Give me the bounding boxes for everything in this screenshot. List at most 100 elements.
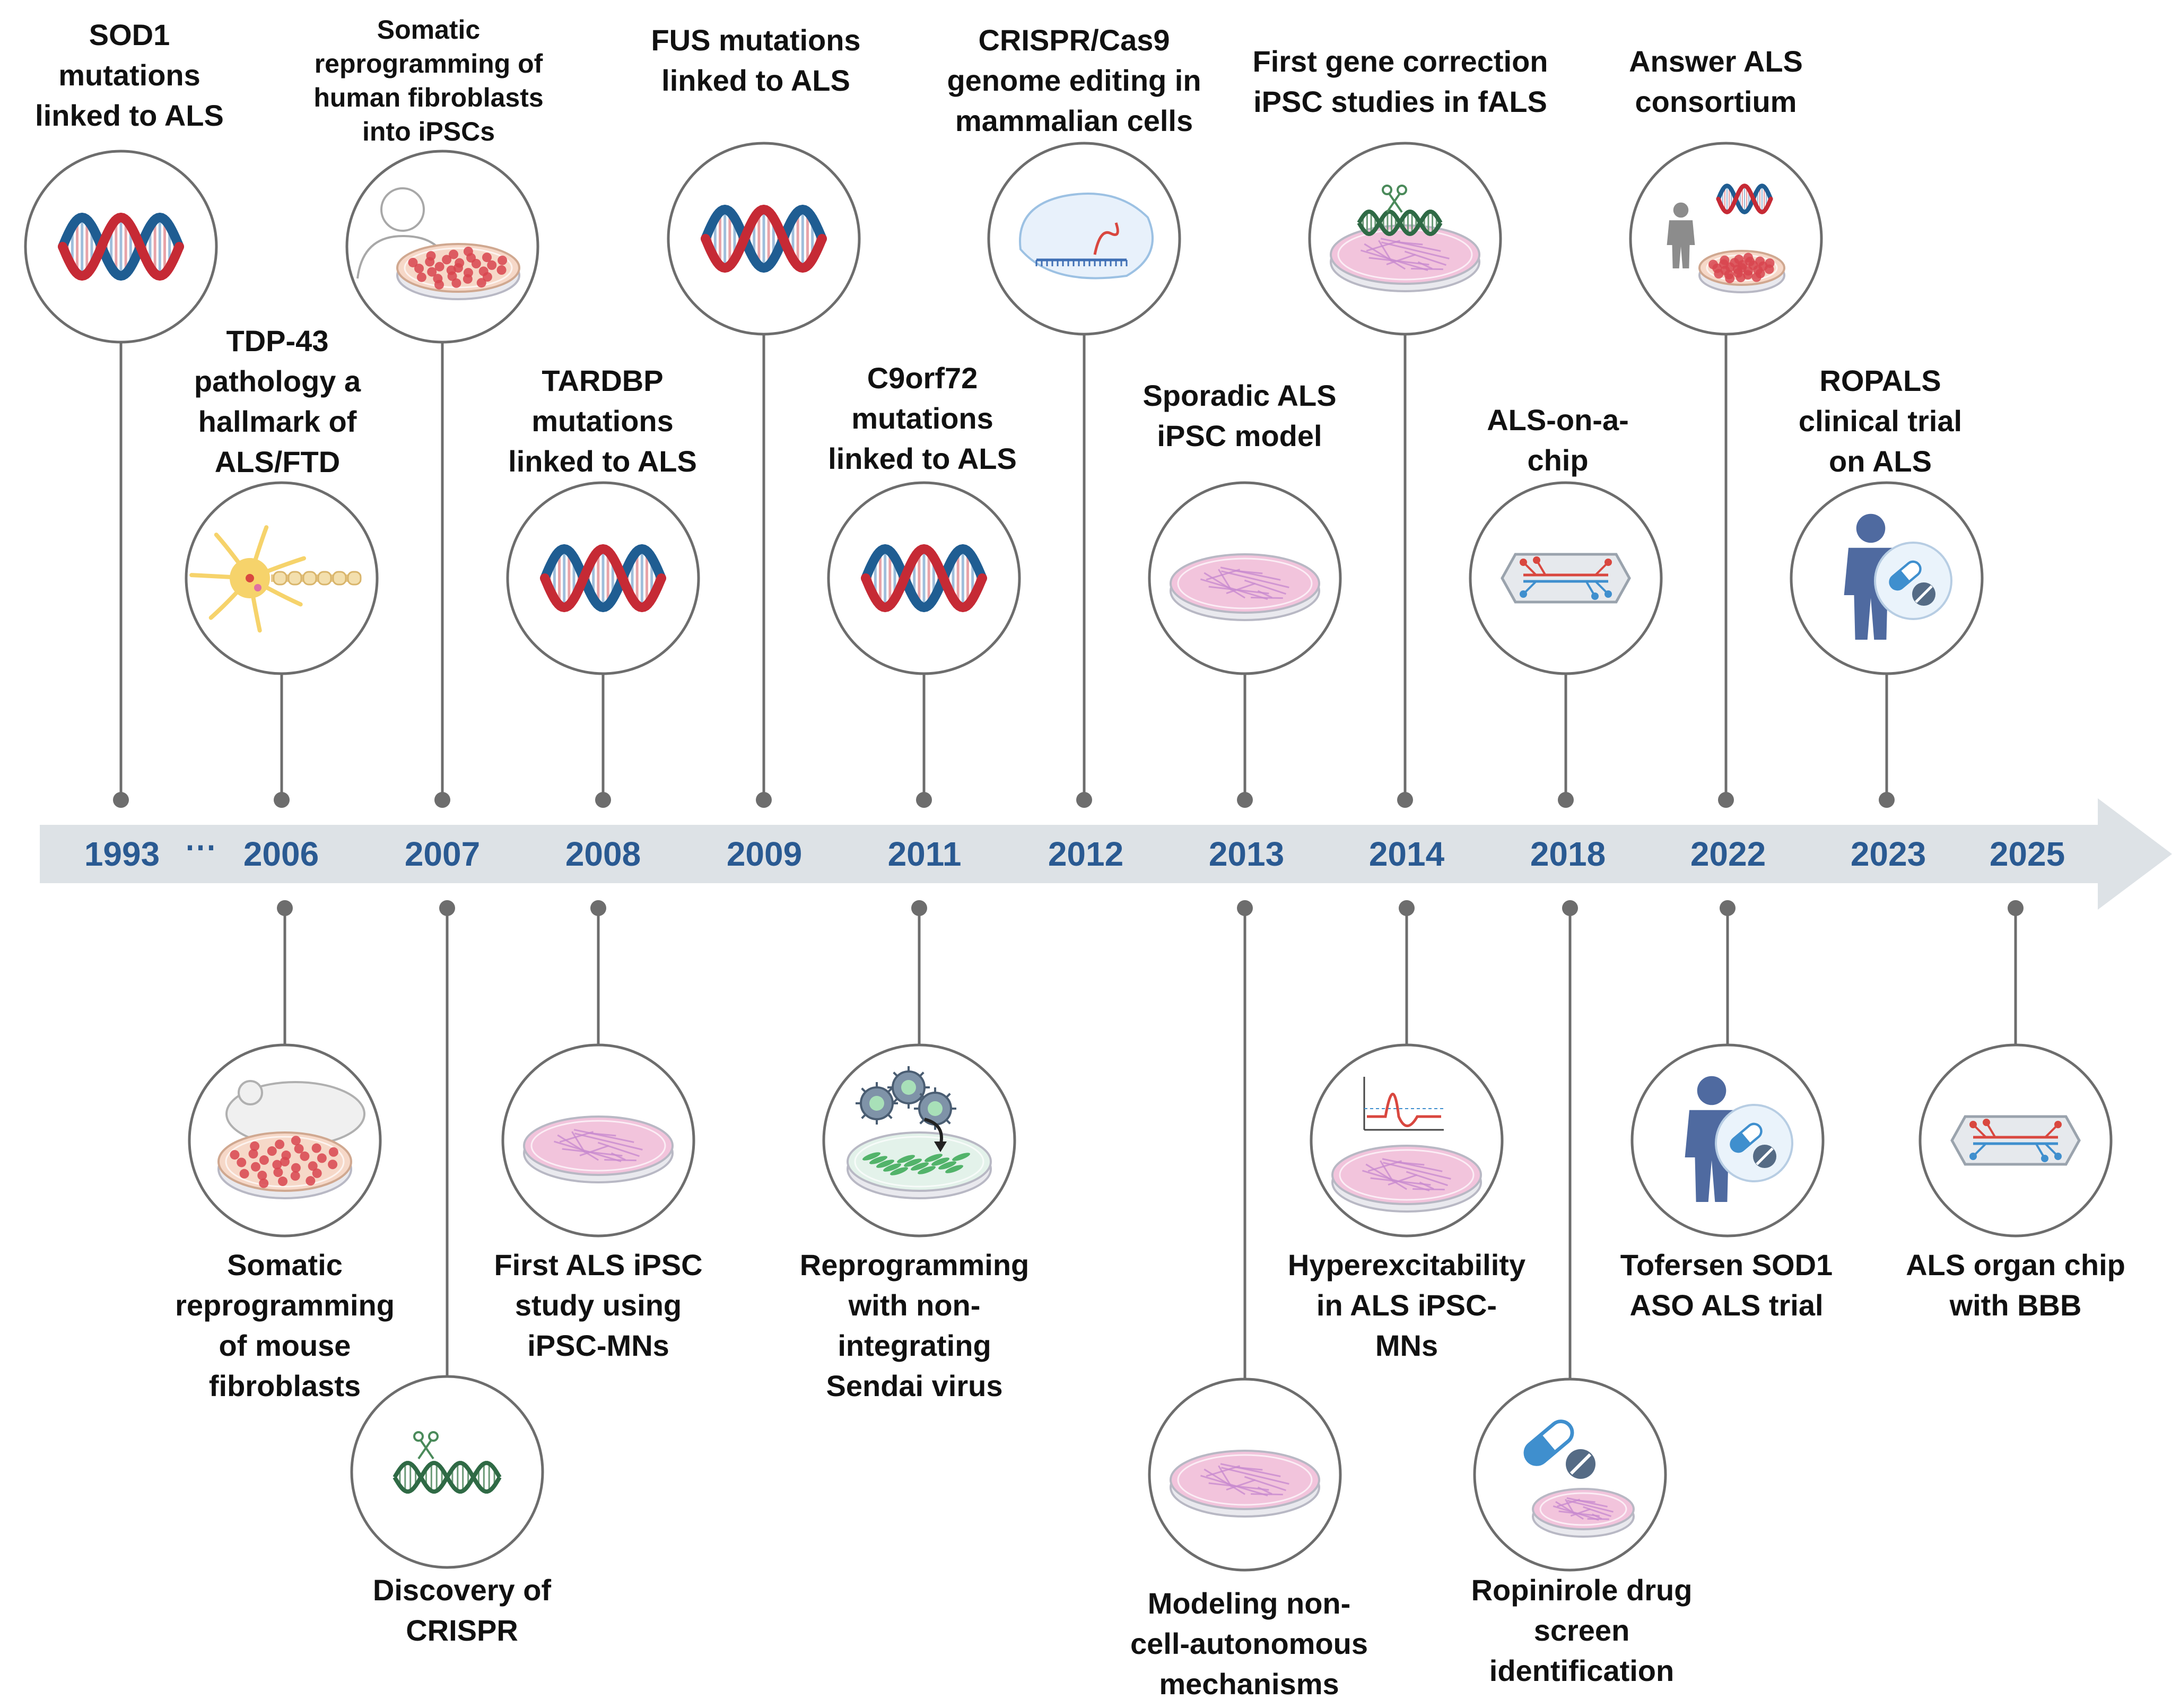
virus-dish-icon	[847, 1066, 992, 1199]
label-crispr-cas9: CRISPR/Cas9 genome editing in mammalian …	[947, 23, 1201, 137]
label-fus: FUS mutations linked to ALS	[651, 23, 861, 97]
connector-dot	[911, 900, 927, 916]
connector-dot	[1558, 792, 1574, 808]
petri-dish-icon	[1170, 1450, 1320, 1518]
label-sod1: SOD1 mutations linked to ALS	[35, 18, 224, 132]
connector-dot	[113, 792, 129, 808]
dna-icon	[701, 204, 827, 273]
event-tdp43	[185, 481, 379, 808]
neuron-icon	[189, 525, 362, 633]
label-als-chip: ALS-on-a- chip	[1487, 403, 1629, 477]
label-gene-correction: First gene correction iPSC studies in fA…	[1252, 45, 1548, 118]
connector-dot	[590, 900, 606, 916]
dna-icon	[58, 212, 184, 281]
event-hyperexcite	[1310, 900, 1504, 1238]
label-tdp43: TDP-43 pathology a hallmark of ALS/FTD	[194, 324, 361, 478]
patient-pill-icon	[1844, 513, 1952, 640]
event-non-cell	[1148, 900, 1342, 1572]
label-ropals: ROPALS clinical trial on ALS	[1798, 364, 1963, 478]
connector-dot	[1399, 900, 1415, 916]
label-sendai: Reprogramming with non- integrating Send…	[799, 1248, 1030, 1402]
event-human-reprog	[345, 150, 539, 808]
label-c9orf72: C9orf72 mutations linked to ALS	[828, 361, 1017, 475]
year-2007: 2007	[404, 835, 481, 873]
year-2025: 2025	[1989, 835, 2065, 873]
event-organ-chip	[1919, 900, 2113, 1238]
connector-dot	[1879, 792, 1895, 808]
label-tofersen: Tofersen SOD1 ASO ALS trial	[1620, 1248, 1833, 1322]
connector-dot	[277, 900, 293, 916]
event-gene-correction	[1308, 142, 1502, 808]
connector-dot	[439, 900, 455, 916]
chip-icon	[1501, 553, 1631, 604]
event-first-ipsc	[501, 900, 695, 1238]
year-2013: 2013	[1208, 835, 1285, 873]
year-2022: 2022	[1690, 835, 1766, 873]
event-mouse-reprog	[188, 900, 382, 1238]
year-2018: 2018	[1530, 835, 1606, 873]
gene-edit-dish-icon	[1330, 185, 1480, 292]
year-2008: 2008	[565, 835, 641, 873]
year-2014: 2014	[1368, 835, 1445, 873]
label-organ-chip: ALS organ chip with BBB	[1906, 1248, 2125, 1322]
year-2009: 2009	[726, 835, 803, 873]
label-ropinirole: Ropinirole drug screen identification	[1471, 1573, 1693, 1687]
event-circle	[350, 1375, 544, 1569]
label-crispr-discovery: Discovery of CRISPR	[372, 1573, 552, 1647]
crispr-dna-icon	[393, 1431, 502, 1494]
year-2023: 2023	[1850, 835, 1926, 873]
event-sod1	[24, 150, 218, 808]
human-dish-icon	[356, 187, 520, 300]
connector-dot	[1237, 900, 1253, 916]
event-tardbp	[506, 481, 700, 808]
event-crispr-cas9	[987, 142, 1181, 808]
dna-icon	[861, 544, 987, 613]
cas9-icon	[1019, 193, 1154, 280]
connector-dot	[595, 792, 611, 808]
year-2006: 2006	[243, 835, 319, 873]
label-human-reprogramming: Somatic reprogramming of human fibroblas…	[313, 15, 544, 146]
event-sendai	[822, 900, 1016, 1238]
year-2011: 2011	[887, 835, 962, 873]
petri-dish-icon	[1170, 553, 1320, 621]
event-answer-als	[1629, 142, 1823, 808]
event-sporadic	[1148, 481, 1342, 808]
consortium-icon	[1667, 184, 1785, 293]
connector-dot	[916, 792, 932, 808]
connector-dot	[434, 792, 450, 808]
pill-dish-icon	[1523, 1419, 1635, 1538]
connector-dot	[2008, 900, 2024, 916]
label-non-cell-autonomous: Modeling non- cell-autonomous mechanisms	[1130, 1587, 1368, 1701]
connector-dot	[1076, 792, 1092, 808]
label-tardbp: TARDBP mutations linked to ALS	[508, 364, 697, 478]
event-ropinirole	[1473, 900, 1667, 1572]
connector-dot	[1237, 792, 1253, 808]
event-tofersen	[1630, 900, 1825, 1238]
year-gap-ellipsis: ⋯	[185, 829, 216, 865]
event-ropals	[1790, 481, 1984, 808]
petri-dish-icon	[523, 1116, 674, 1183]
chip-icon	[1950, 1115, 2081, 1166]
event-c9orf72	[827, 481, 1021, 808]
event-als-chip	[1469, 481, 1663, 808]
label-sporadic: Sporadic ALS iPSC model	[1143, 379, 1337, 452]
connector-dot	[1397, 792, 1413, 808]
label-first-ipsc: First ALS iPSC study using iPSC-MNs	[494, 1248, 703, 1362]
event-circle	[1629, 142, 1823, 336]
dna-icon	[540, 544, 666, 613]
label-mouse-reprogramming: Somatic reprogramming of mouse fibroblas…	[175, 1248, 395, 1402]
year-2012: 2012	[1048, 835, 1124, 873]
year-1993: 1993	[84, 835, 160, 873]
event-fus	[667, 142, 861, 808]
trace-dish-icon	[1331, 1077, 1482, 1213]
connector-dot	[756, 792, 772, 808]
label-answer-als: Answer ALS consortium	[1629, 45, 1803, 118]
connector-dot	[1720, 900, 1736, 916]
connector-dot	[1562, 900, 1578, 916]
event-crispr-discovery	[350, 900, 544, 1569]
connector-dot	[274, 792, 290, 808]
event-circle	[1473, 1378, 1667, 1572]
label-hyperexcitability: Hyperexcitability in ALS iPSC- MNs	[1287, 1248, 1526, 1362]
